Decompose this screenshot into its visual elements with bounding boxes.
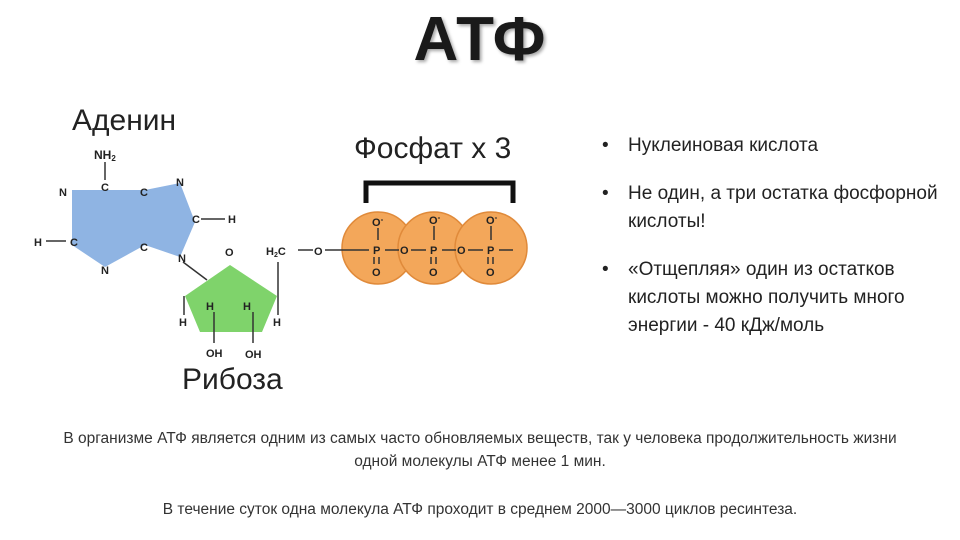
atom-n-left: N <box>59 187 67 199</box>
bullet-list: Нуклеиновая кислота Не один, а три остат… <box>598 132 948 360</box>
atom-h-ribose-2: H <box>243 301 251 313</box>
atom-p-2: P <box>430 245 437 257</box>
adenine-label: Аденин <box>72 104 177 137</box>
atom-o-minus-1: O- <box>372 215 384 229</box>
atom-p-1: P <box>373 245 380 257</box>
atom-c-bridge-top: C <box>140 187 148 199</box>
atp-molecule-diagram: NH2 C N C N C H H C C N N O H H H H OH O… <box>34 148 528 361</box>
atom-h-right: H <box>228 214 236 226</box>
adenine-five-ring <box>145 183 195 257</box>
bullet-item: Нуклеиновая кислота <box>598 132 948 160</box>
atom-h-ribose-1: H <box>206 301 214 313</box>
bullet-item: Не один, а три остатка фосфорной кислоты… <box>598 180 948 236</box>
bullet-item: «Отщепляя» один из остатков кислоты можн… <box>598 256 948 340</box>
atom-o-minus-2: O- <box>429 213 441 227</box>
footer-note-lifetime: В организме АТФ является одним из самых … <box>63 430 897 470</box>
atom-o-bridge-1: O <box>400 245 409 257</box>
atom-oh-1: OH <box>206 348 223 360</box>
atom-o-bottom-3: O <box>486 267 495 279</box>
phosphate-bracket <box>363 180 516 203</box>
atom-o-link: O <box>314 246 323 258</box>
atom-p-3: P <box>487 245 494 257</box>
phosphate-label: Фосфат х 3 <box>354 132 512 165</box>
atom-c-bridge-bottom: C <box>140 242 148 254</box>
atom-oh-2: OH <box>245 349 262 361</box>
atom-h-ribose-right: H <box>273 317 281 329</box>
atom-o-ribose: O <box>225 247 234 259</box>
phosphate-circle-3 <box>454 211 528 285</box>
ribose-ring <box>185 265 277 332</box>
atom-c-top: C <box>101 182 109 194</box>
atom-nh2: NH2 <box>94 148 116 163</box>
atom-n-top-right: N <box>176 177 184 189</box>
ribose-label: Рибоза <box>182 363 283 396</box>
page-title: АТФ <box>413 5 547 74</box>
atom-o-minus-3: O- <box>486 213 498 227</box>
atom-h2c: H2C <box>266 246 286 259</box>
atom-h-left: H <box>34 237 42 249</box>
atom-c-right: C <box>192 214 200 226</box>
adenine-six-ring <box>72 190 145 267</box>
atom-o-bridge-2: O <box>457 245 466 257</box>
atom-n-bottom: N <box>101 265 109 277</box>
atom-o-bottom-1: O <box>372 267 381 279</box>
atom-o-bottom-2: O <box>429 267 438 279</box>
atom-h-ribose-left: H <box>179 317 187 329</box>
atom-n-glycosidic: N <box>178 253 186 265</box>
atom-c-left: C <box>70 237 78 249</box>
footer-note-cycles: В течение суток одна молекула АТФ проход… <box>162 501 798 518</box>
